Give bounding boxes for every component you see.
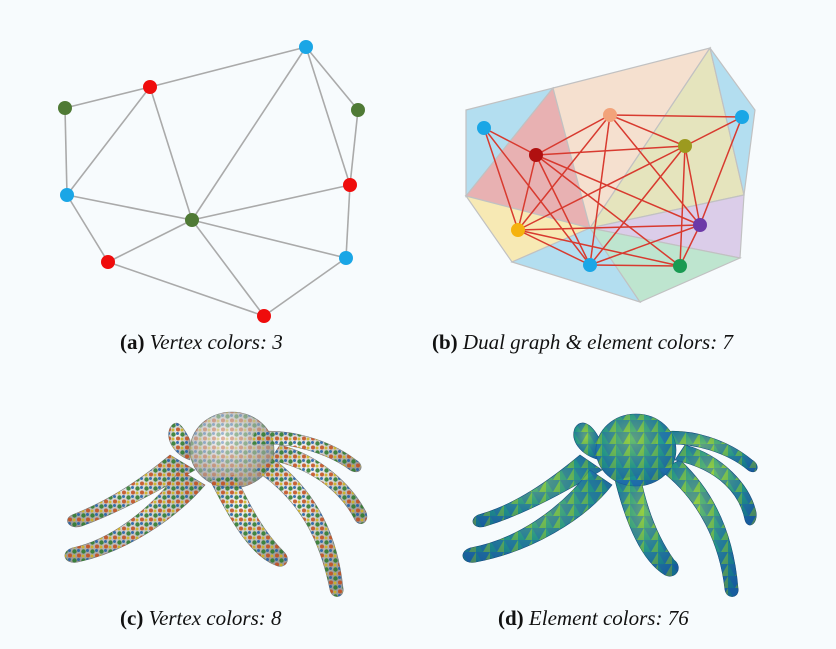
panel-c-octopus [64,411,368,597]
panel-b-dual-vertices [477,108,749,273]
dual-vertex-orange [511,223,525,237]
dual-vertex-blue [735,110,749,124]
vertex-blue [339,251,353,265]
caption-c-label: (c) [120,606,144,630]
caption-c: (c) Vertex colors: 8 [120,606,282,631]
dual-vertex-darkred [529,148,543,162]
caption-d-text: Element colors: 76 [528,606,689,630]
vertex-red [101,255,115,269]
caption-d-label: (d) [498,606,524,630]
caption-c-text: Vertex colors: 8 [148,606,282,630]
dual-vertex-olive [678,139,692,153]
caption-a: (a) Vertex colors: 3 [120,330,283,355]
vertex-green [185,213,199,227]
caption-a-label: (a) [120,330,145,354]
caption-b: (b) Dual graph & element colors: 7 [432,330,733,355]
vertex-red [143,80,157,94]
caption-d: (d) Element colors: 76 [498,606,689,631]
caption-b-label: (b) [432,330,458,354]
dual-vertex-purple [693,218,707,232]
panel-a-vertices [58,40,365,323]
vertex-green [58,101,72,115]
dual-vertex-blue [583,258,597,272]
vertex-blue [299,40,313,54]
panel-d-octopus [462,413,758,597]
vertex-blue [60,188,74,202]
dual-vertex-blue [477,121,491,135]
panel-b-dual-edges [483,114,743,267]
vertex-red [257,309,271,323]
caption-b-text: Dual graph & element colors: 7 [462,330,733,354]
panel-a-graph [64,46,359,317]
vertex-green [351,103,365,117]
dual-vertex-teal [673,259,687,273]
vertex-red [343,178,357,192]
panel-b-elements [464,46,756,304]
caption-a-text: Vertex colors: 3 [149,330,283,354]
dual-vertex-peach [603,108,617,122]
